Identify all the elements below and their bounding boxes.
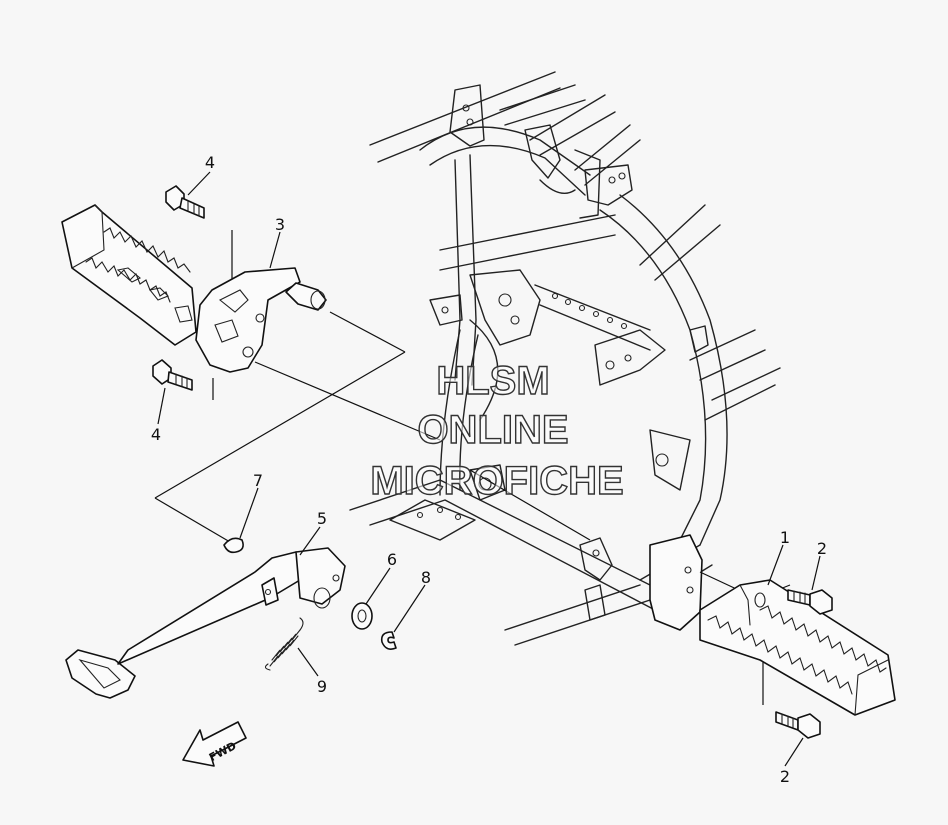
circlip[interactable]: [380, 631, 397, 650]
bolt-lower-left[interactable]: [152, 359, 193, 391]
bolt-lower-right[interactable]: [775, 711, 821, 739]
motorcycle-frame: [349, 71, 781, 646]
bolt-upper-left[interactable]: [165, 185, 205, 219]
callout-9: 9: [317, 677, 327, 696]
callout-4-lower: 4: [151, 425, 161, 444]
cotter-pin[interactable]: [223, 537, 244, 554]
watermark: HLSM ONLINE MICROFICHE: [370, 358, 625, 503]
callout-2-lower: 2: [780, 767, 790, 786]
right-footrest[interactable]: [699, 579, 896, 716]
callout-7: 7: [253, 471, 263, 490]
footrest-bracket[interactable]: [195, 267, 327, 373]
callout-3: 3: [275, 215, 285, 234]
callout-5: 5: [317, 509, 327, 528]
watermark-line-2: ONLINE: [417, 408, 568, 452]
callout-numbers: 1 2 2 3 4 4 5 6 7 8 9: [151, 153, 827, 786]
callout-6: 6: [387, 550, 397, 569]
callout-4-upper: 4: [205, 153, 215, 172]
callout-1: 1: [780, 528, 790, 547]
left-footrest[interactable]: [61, 204, 197, 346]
bolt-upper-right[interactable]: [787, 589, 833, 615]
assembly-lines: [154, 230, 791, 705]
callout-leaders: [157, 171, 821, 767]
return-spring[interactable]: [264, 617, 304, 671]
brake-pedal[interactable]: [65, 547, 346, 699]
washer[interactable]: [351, 602, 373, 630]
callout-8: 8: [421, 568, 431, 587]
callout-2-upper: 2: [817, 539, 827, 558]
forward-arrow: FWD: [182, 721, 247, 767]
watermark-line-3: MICROFICHE: [370, 459, 623, 503]
watermark-line-1: HLSM: [436, 359, 549, 403]
